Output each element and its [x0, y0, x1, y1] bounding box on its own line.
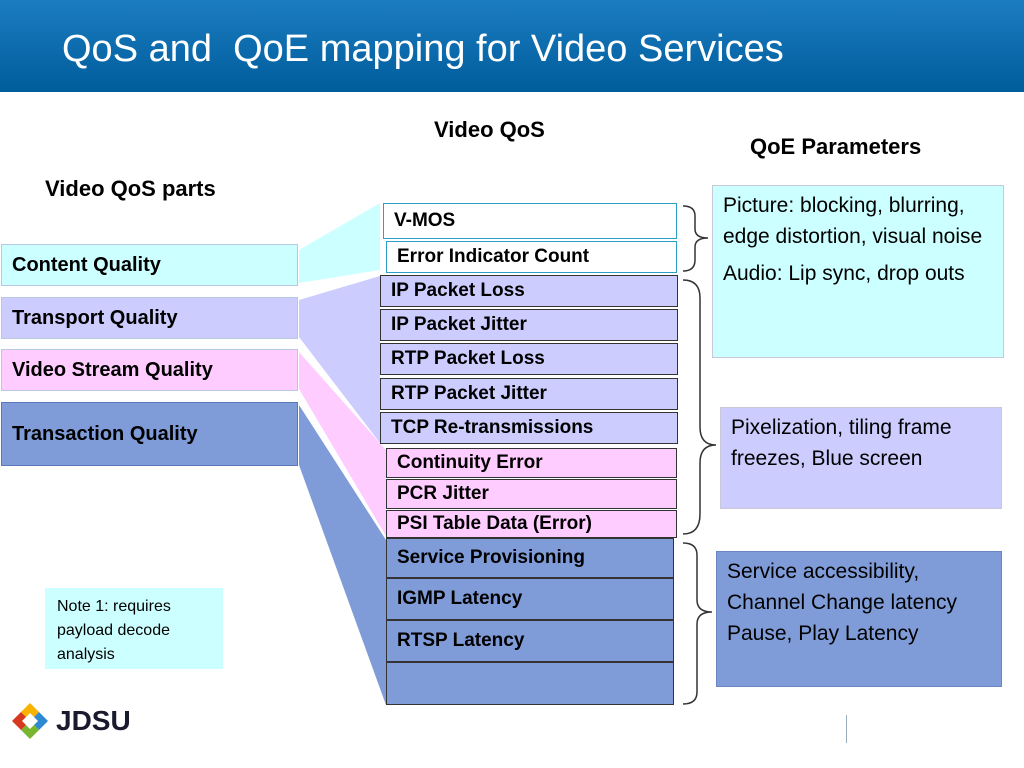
qoe-transport-stream-box: Pixelization, tiling frame freezes, Blue…: [720, 407, 1002, 509]
title-bar: [0, 0, 1024, 92]
metric-row: Continuity Error: [386, 448, 677, 478]
metric-row: PSI Table Data (Error): [386, 510, 677, 538]
transaction-brace-icon: [682, 542, 713, 705]
transport-brace-icon: [682, 279, 717, 535]
metric-row: IP Packet Loss: [380, 275, 678, 307]
metric-row: Error Indicator Count: [386, 241, 677, 273]
metric-row: Service Provisioning: [386, 538, 674, 578]
content-quality-connector: [299, 203, 380, 283]
qoe-parameters-heading: QoE Parameters: [750, 134, 922, 159]
transaction-quality-connector: [299, 405, 386, 705]
metric-row: TCP Re-transmissions: [380, 412, 678, 444]
stream-quality-connector: [299, 352, 386, 536]
metric-row: [386, 662, 674, 705]
metric-row: RTP Packet Jitter: [380, 378, 678, 410]
transport-quality-connector: [299, 276, 380, 443]
qoe-content-picture: Picture: blocking, blurring, edge distor…: [723, 194, 983, 248]
footer-divider: [846, 715, 847, 743]
logo-text: JDSU: [56, 705, 131, 736]
note-box: Note 1: requires payload decode analysis: [45, 588, 223, 669]
qoe-content-box: Picture: blocking, blurring, edge distor…: [712, 185, 1004, 358]
metric-row: RTSP Latency: [386, 620, 674, 662]
part-video-stream-quality: Video Stream Quality: [1, 349, 298, 391]
metric-row: V-MOS: [383, 203, 677, 239]
video-qos-heading: Video QoS: [434, 117, 545, 142]
qoe-transport-stream-text: Pixelization, tiling frame freezes, Blue…: [731, 416, 952, 470]
qoe-content-audio: Audio: Lip sync, drop outs: [723, 262, 965, 285]
content-brace-icon: [682, 205, 709, 272]
metric-row: RTP Packet Loss: [380, 343, 678, 375]
qoe-transaction-box: Service accessibility, Channel Change la…: [716, 551, 1002, 687]
metric-row: PCR Jitter: [386, 479, 677, 509]
jdsu-diamond-logo-icon: [12, 703, 48, 739]
part-content-quality: Content Quality: [1, 244, 298, 286]
video-qos-parts-heading: Video QoS parts: [45, 176, 216, 201]
part-transaction-quality: Transaction Quality: [1, 402, 298, 466]
metric-row: IGMP Latency: [386, 578, 674, 620]
qoe-transaction-text: Service accessibility, Channel Change la…: [727, 560, 957, 645]
part-transport-quality: Transport Quality: [1, 297, 298, 339]
metric-row: IP Packet Jitter: [380, 309, 678, 341]
slide-title: QoS and QoE mapping for Video Services: [62, 28, 784, 70]
jdsu-logo: JDSU: [10, 701, 131, 741]
